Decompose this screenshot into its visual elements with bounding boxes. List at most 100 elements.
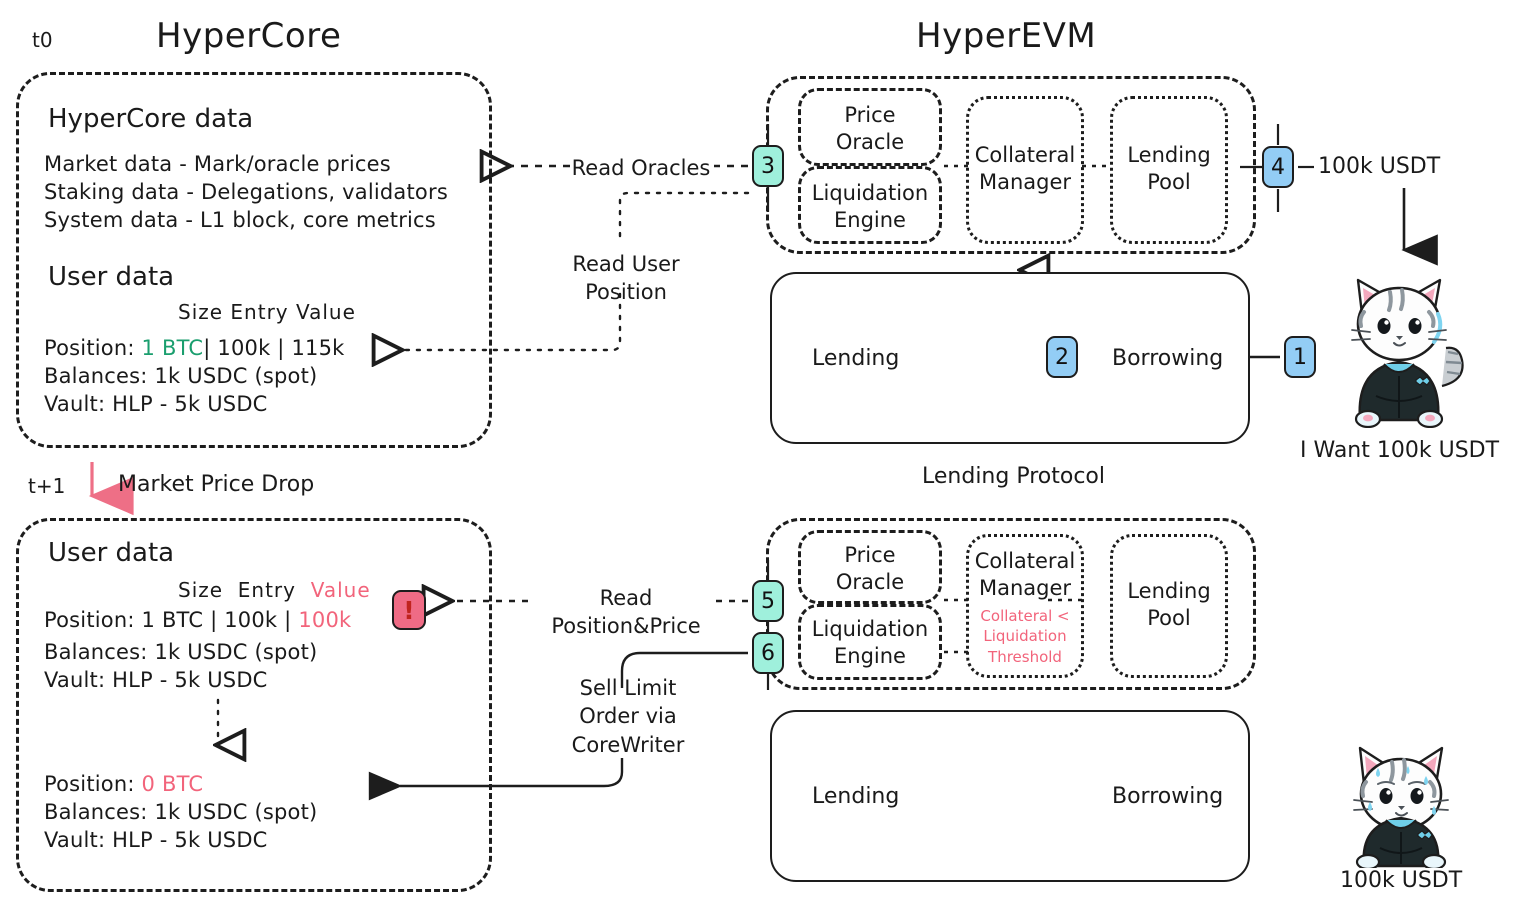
price-oracle-label-t0: Price Oracle	[798, 102, 942, 157]
liquidation-alert-badge[interactable]: !	[392, 590, 426, 630]
col-entry: Entry	[237, 578, 296, 602]
collateral-manager-label-t1: Collateral Manager	[966, 548, 1084, 603]
borrowing-label-t0: Borrowing	[1112, 346, 1224, 371]
after-position-value: 0 BTC	[141, 772, 204, 796]
read-position-price-line2: Position&Price	[551, 614, 701, 639]
position-value-t1: 100k	[298, 608, 352, 632]
col-value: Value	[310, 578, 371, 602]
hypercore-t1-after-balances: Balances: 1k USDC (spot)	[44, 800, 318, 824]
price-oracle-t1-line1: Price	[844, 543, 896, 567]
hypercore-t0-panel	[16, 72, 492, 448]
liquidation-engine-box-t1	[798, 604, 942, 680]
label-sell-limit-order: Sell Limit Order via CoreWriter	[548, 674, 708, 759]
step-badge-1[interactable]: 1	[1284, 336, 1316, 378]
hypercore-t1-after-position: Position: 0 BTC	[44, 772, 203, 796]
lending-pool-line2: Pool	[1147, 170, 1191, 195]
read-user-position-line2: Position	[585, 280, 667, 305]
collateral-manager-line1: Collateral	[974, 143, 1076, 167]
hypercore-t0-columns: Size Entry Value	[178, 300, 356, 324]
price-oracle-box-t1	[798, 530, 942, 604]
collateral-manager-box-t1	[966, 534, 1084, 678]
collateral-manager-t1-line2: Manager	[978, 576, 1072, 601]
hypercore-t0-balances: Balances: 1k USDC (spot)	[44, 364, 318, 388]
hypercore-data-line-staking: Staking data - Delegations, validators	[44, 180, 448, 204]
borrowing-label-t1: Borrowing	[1112, 784, 1224, 809]
step-badge-5[interactable]: 5	[752, 580, 784, 622]
hypercore-data-heading: HyperCore data	[48, 104, 254, 134]
label-read-user-position: Read User Position	[546, 250, 706, 307]
actor-caption-t1: 100k USDT	[1340, 868, 1463, 893]
position-label-t1: Position: 1 BTC | 100k |	[44, 608, 292, 632]
cat-hoodie-sweating-icon	[1338, 740, 1470, 871]
hypercore-title: HyperCore	[156, 16, 342, 56]
hypercore-t1-position-row: Position: 1 BTC | 100k | 100k	[44, 608, 351, 632]
timestamp-t1: t+1	[28, 474, 66, 498]
lending-pool-t1-line2: Pool	[1147, 606, 1191, 631]
hypercore-t1-vault: Vault: HLP - 5k USDC	[44, 668, 268, 692]
after-position-label: Position:	[44, 772, 135, 796]
lending-pool-box-t0	[1110, 96, 1228, 244]
amount-label-t0: 100k USDT	[1318, 154, 1441, 179]
collateral-manager-box-t0	[966, 96, 1084, 244]
hypercore-t0-vault: Vault: HLP - 5k USDC	[44, 392, 268, 416]
read-position-price-line1: Read	[599, 586, 653, 610]
step-badge-6[interactable]: 6	[752, 632, 784, 674]
lending-pool-line1: Lending	[1127, 143, 1211, 167]
collateral-manager-label-t0: Collateral Manager	[966, 142, 1084, 197]
collateral-manager-t1-line1: Collateral	[974, 549, 1076, 573]
label-read-oracles: Read Oracles	[571, 156, 711, 180]
timestamp-t0: t0	[32, 28, 53, 52]
lending-pool-label-t0: Lending Pool	[1110, 142, 1228, 197]
liquidation-engine-t1-line1: Liquidation	[811, 617, 929, 641]
hypercore-t0-position-row: Position: 1 BTC| 100k | 115k	[44, 336, 345, 360]
collateral-alert-line1: Collateral <	[980, 607, 1070, 625]
lending-label-t0: Lending	[812, 346, 900, 371]
read-user-position-line1: Read User	[572, 252, 680, 276]
collateral-threshold-alert: Collateral < Liquidation Threshold	[966, 606, 1084, 667]
step-badge-4[interactable]: 4	[1262, 146, 1294, 188]
actor-caption-t0: I Want 100k USDT	[1300, 438, 1500, 463]
liquidation-engine-line1: Liquidation	[811, 181, 929, 205]
step-badge-2[interactable]: 2	[1046, 336, 1078, 378]
position-size-value: 1 BTC	[141, 336, 204, 360]
sell-limit-line2: Order via	[579, 704, 677, 729]
lending-protocol-box-t0	[770, 272, 1250, 444]
hypercore-t1-after-vault: Vault: HLP - 5k USDC	[44, 828, 268, 852]
hypercore-t1-columns: Size Entry Value	[178, 578, 371, 602]
position-rest: | 100k | 115k	[203, 336, 345, 360]
lending-pool-label-t1: Lending Pool	[1110, 578, 1228, 633]
collateral-manager-line2: Manager	[978, 170, 1072, 195]
position-label: Position:	[44, 336, 135, 360]
hypercore-t1-balances: Balances: 1k USDC (spot)	[44, 640, 318, 664]
hypercore-t1-panel	[16, 518, 492, 892]
hyperevm-title: HyperEVM	[916, 16, 1097, 56]
hypercore-userdata-heading: User data	[48, 262, 175, 292]
price-oracle-box-t0	[798, 88, 942, 166]
sell-limit-line3: CoreWriter	[571, 732, 685, 757]
lending-protocol-caption: Lending Protocol	[922, 464, 1105, 489]
liquidation-engine-line2: Engine	[834, 208, 906, 233]
sell-limit-line1: Sell Limit	[579, 676, 677, 700]
price-oracle-t1-line2: Oracle	[835, 570, 905, 595]
alert-glyph: !	[403, 595, 415, 625]
liquidation-engine-label-t0: Liquidation Engine	[798, 180, 942, 235]
liquidation-engine-box-t0	[798, 166, 942, 244]
lending-pool-t1-line1: Lending	[1127, 579, 1211, 603]
lending-pool-box-t1	[1110, 534, 1228, 678]
liquidation-engine-t1-line2: Engine	[834, 644, 906, 669]
price-oracle-line1: Price	[844, 103, 896, 127]
price-oracle-label-t1: Price Oracle	[798, 542, 942, 597]
hypercore-t1-userdata-heading: User data	[48, 538, 175, 568]
label-market-price-drop: Market Price Drop	[118, 472, 315, 497]
lending-label-t1: Lending	[812, 784, 900, 809]
hypercore-data-line-market: Market data - Mark/oracle prices	[44, 152, 391, 176]
collateral-alert-line3: Threshold	[988, 647, 1062, 666]
price-oracle-line2: Oracle	[835, 130, 905, 155]
label-read-position-price: Read Position&Price	[528, 584, 724, 641]
cat-hoodie-icon	[1334, 268, 1474, 429]
collateral-alert-line2: Liquidation	[983, 627, 1067, 646]
hypercore-data-line-system: System data - L1 block, core metrics	[44, 208, 436, 232]
lending-protocol-box-t1	[770, 710, 1250, 882]
step-badge-3[interactable]: 3	[752, 145, 784, 187]
